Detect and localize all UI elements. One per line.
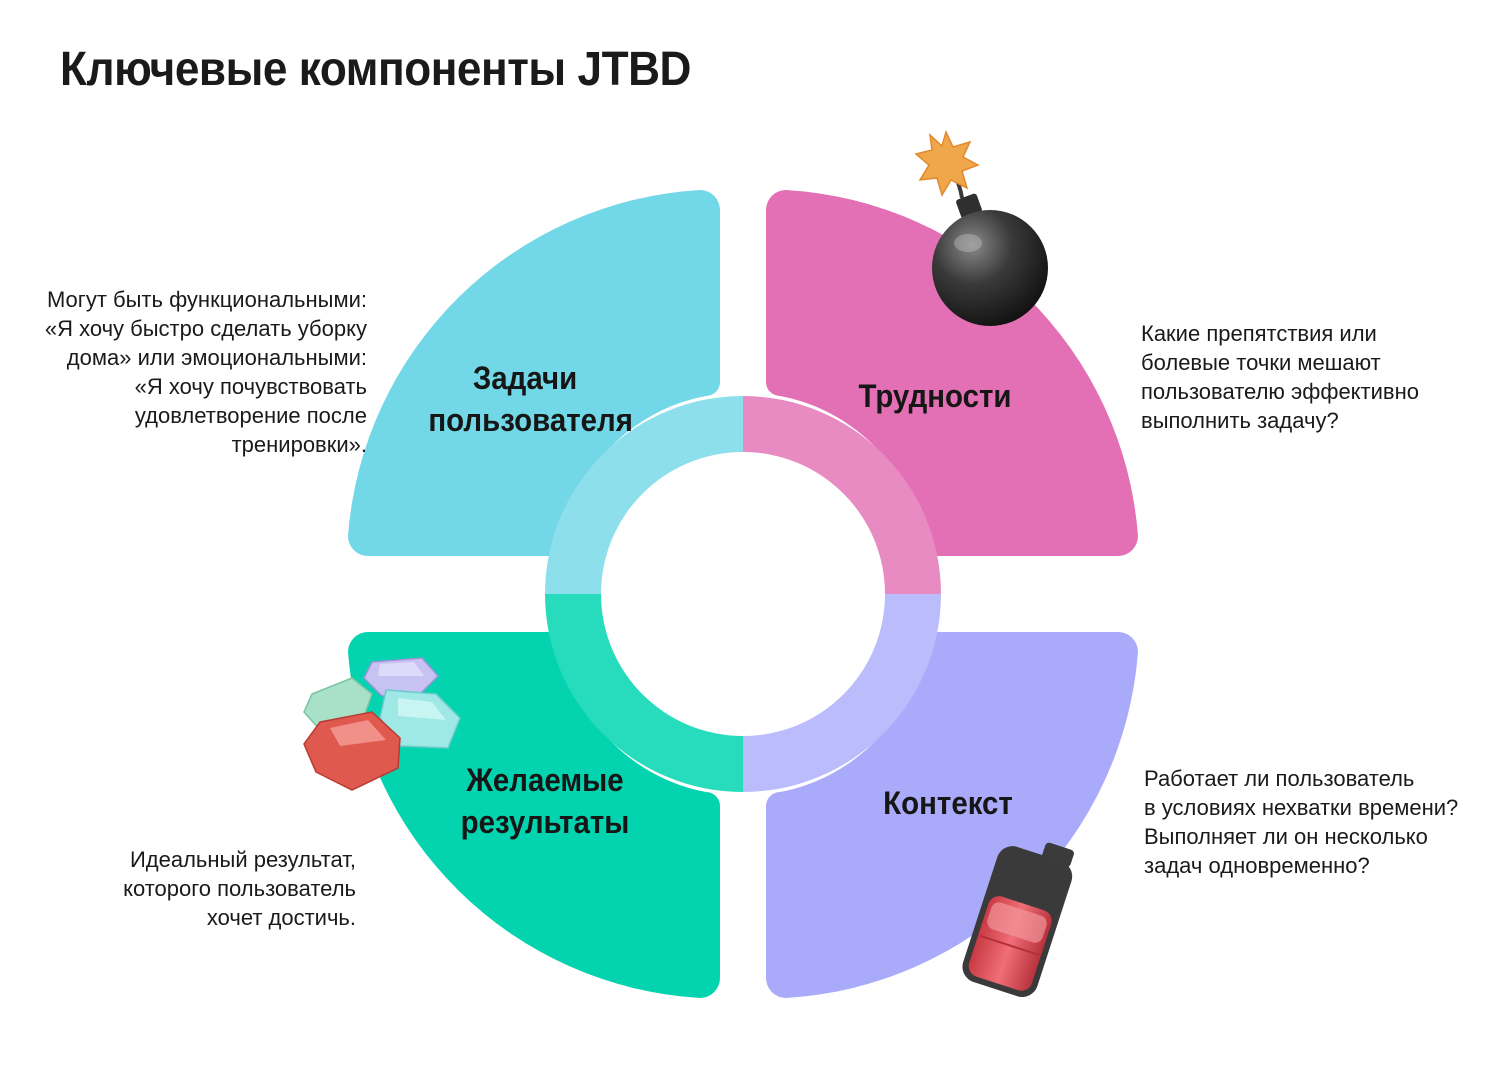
segment-context-label: Контекст [858, 782, 1038, 824]
segment-tasks-label-line: Задачи [472, 360, 578, 396]
description-line: дома» или эмоциональными: [66, 345, 367, 370]
segment-context [743, 594, 1138, 998]
battery-icon [962, 842, 1074, 998]
description-line: задач одновременно? [1144, 853, 1370, 878]
description-line: Работает ли пользователь [1144, 766, 1415, 791]
tasks-description: Могут быть функциональными: «Я хочу быст… [0, 285, 367, 459]
description-line: «Я хочу почувствовать [134, 374, 367, 399]
segment-results-label: Желаемые результаты [448, 759, 641, 843]
description-line: Могут быть функциональными: [46, 287, 367, 312]
description-line: в условиях нехватки времени? [1144, 795, 1459, 820]
segment-difficulties-label: Трудности [848, 375, 1023, 417]
segment-context-outer [766, 632, 1138, 998]
difficulties-description: Какие препятствия или болевые точки меша… [1141, 319, 1419, 435]
segment-tasks-ring [545, 396, 743, 594]
segment-difficulties-ring [743, 396, 941, 594]
description-line: которого пользователь [123, 876, 356, 901]
segment-tasks-label-line: пользователя [428, 402, 633, 438]
bomb-icon [914, 129, 1048, 326]
results-description: Идеальный результат, которого пользовате… [0, 845, 356, 932]
description-line: Идеальный результат, [129, 847, 356, 872]
segment-tasks-label: Задачи пользователя [428, 357, 633, 441]
description-line: Какие препятствия или [1141, 321, 1377, 346]
description-line: хочет достичь. [206, 905, 356, 930]
segment-difficulties-outer [766, 190, 1138, 556]
gems-icon [303, 657, 461, 791]
description-line: удовлетворение после [134, 403, 367, 428]
segment-tasks-outer [348, 190, 720, 556]
description-line: пользователю эффективно [1141, 379, 1419, 404]
segment-difficulties [743, 190, 1138, 594]
context-description: Работает ли пользователь в условиях нехв… [1144, 764, 1458, 880]
description-line: выполнить задачу? [1141, 408, 1339, 433]
description-line: тренировки». [231, 432, 367, 457]
segment-difficulties-label-line: Трудности [858, 378, 1012, 414]
segment-context-ring [743, 594, 941, 792]
page-title: Ключевые компоненты JTBD [60, 43, 691, 96]
segment-results-ring [545, 594, 743, 792]
segment-results-label-line: Желаемые [466, 762, 624, 798]
description-line: «Я хочу быстро сделать уборку [44, 316, 367, 341]
segment-tasks [348, 190, 743, 594]
description-line: болевые точки мешают [1141, 350, 1381, 375]
description-line: Выполняет ли он несколько [1144, 824, 1428, 849]
segment-context-label-line: Контекст [883, 785, 1013, 821]
segment-results-label-line: результаты [460, 804, 630, 840]
